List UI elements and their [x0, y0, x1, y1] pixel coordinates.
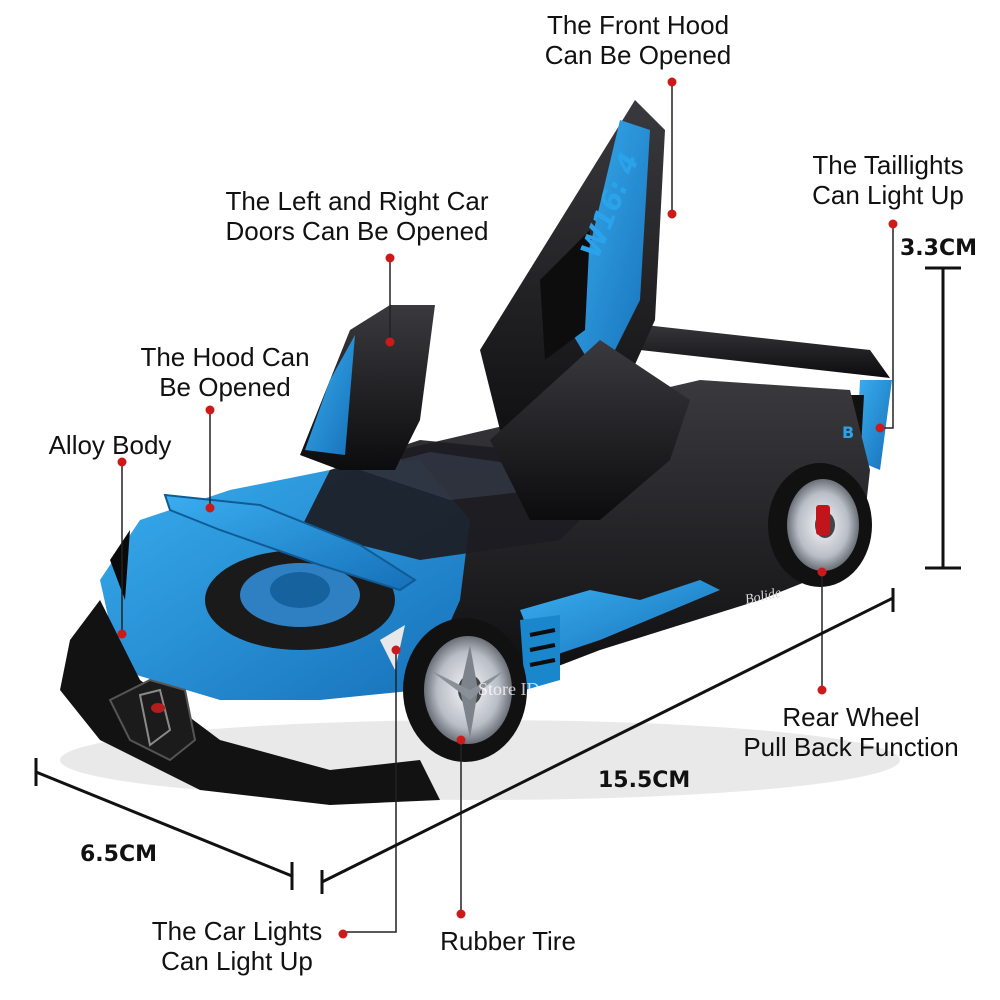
callout-doors-line2: Doors Can Be Opened [225, 216, 489, 246]
front-hood-dot-top [667, 77, 677, 87]
height-dimension-label: 3.3CM [900, 236, 978, 261]
taillights-dot-end [875, 423, 885, 433]
alloy-body-dot-end [117, 629, 127, 639]
height-dimension-line [925, 266, 961, 570]
car-lights-dot-end [338, 929, 348, 939]
store-watermark: Store ID 1104401281 [478, 679, 633, 699]
callout-rear-wheel: Rear Wheel Pull Back Function [720, 702, 982, 762]
doors-dot-top [385, 253, 395, 263]
rubber-tire-dot-top [456, 735, 466, 745]
rubber-tire-dot-end [456, 909, 466, 919]
callout-dots [117, 77, 898, 939]
callout-taillights-line2: Can Light Up [812, 180, 964, 210]
callout-front-hood-line2: Can Be Opened [544, 40, 732, 70]
front-wheel [403, 618, 527, 762]
callout-lines [121, 82, 894, 933]
left-door-open [300, 305, 435, 470]
callout-rubber-tire-line1: Rubber Tire [440, 926, 576, 956]
callout-hood-line1: The Hood Can [140, 342, 310, 372]
callout-doors: The Left and Right Car Doors Can Be Open… [196, 186, 518, 246]
callout-car-lights-line1: The Car Lights [151, 916, 323, 946]
callout-taillights-line1: The Taillights [812, 150, 964, 180]
alloy-body-dot-top [117, 457, 127, 467]
hood-dot-top [205, 405, 215, 415]
callout-rear-wheel-line2: Pull Back Function [743, 732, 959, 762]
opened-hood-panel [163, 493, 417, 592]
car-lights-dot-top [391, 645, 401, 655]
width-dimension-line [34, 758, 294, 890]
callout-car-lights-line2: Can Light Up [161, 946, 313, 976]
callout-front-hood-line1: The Front Hood [546, 10, 730, 40]
rear-badge: B [842, 423, 854, 442]
front-hood-dot-end [667, 209, 677, 219]
taillights-dot-top [888, 219, 898, 229]
width-dimension-label: 6.5CM [80, 842, 158, 867]
callout-doors-line1: The Left and Right Car [225, 186, 489, 216]
callout-front-hood: The Front Hood Can Be Opened [526, 10, 750, 70]
callout-alloy-body-line1: Alloy Body [48, 430, 172, 460]
callout-alloy-body: Alloy Body [30, 430, 190, 460]
length-dimension-label: 15.5CM [598, 768, 691, 793]
callout-hood-line2: Be Opened [159, 372, 291, 402]
callout-rubber-tire: Rubber Tire [418, 926, 598, 956]
callout-car-lights: The Car Lights Can Light Up [130, 916, 344, 976]
callout-taillights: The Taillights Can Light Up [796, 150, 980, 210]
doors-dot-end [385, 337, 395, 347]
dimension-lines [34, 266, 961, 894]
callout-rear-wheel-line1: Rear Wheel [782, 702, 920, 732]
rear-wheel-dot-top [817, 567, 827, 577]
hood-dot-end [205, 503, 215, 513]
rear-wheel-dot-end [817, 685, 827, 695]
callout-hood: The Hood Can Be Opened [120, 342, 330, 402]
length-dimension-line [320, 588, 895, 894]
car-lights-leader [345, 650, 397, 933]
rear-wheel [768, 463, 872, 587]
side-script-badge: Bolide [744, 586, 783, 608]
right-door-open: W16: 4 [480, 100, 690, 520]
